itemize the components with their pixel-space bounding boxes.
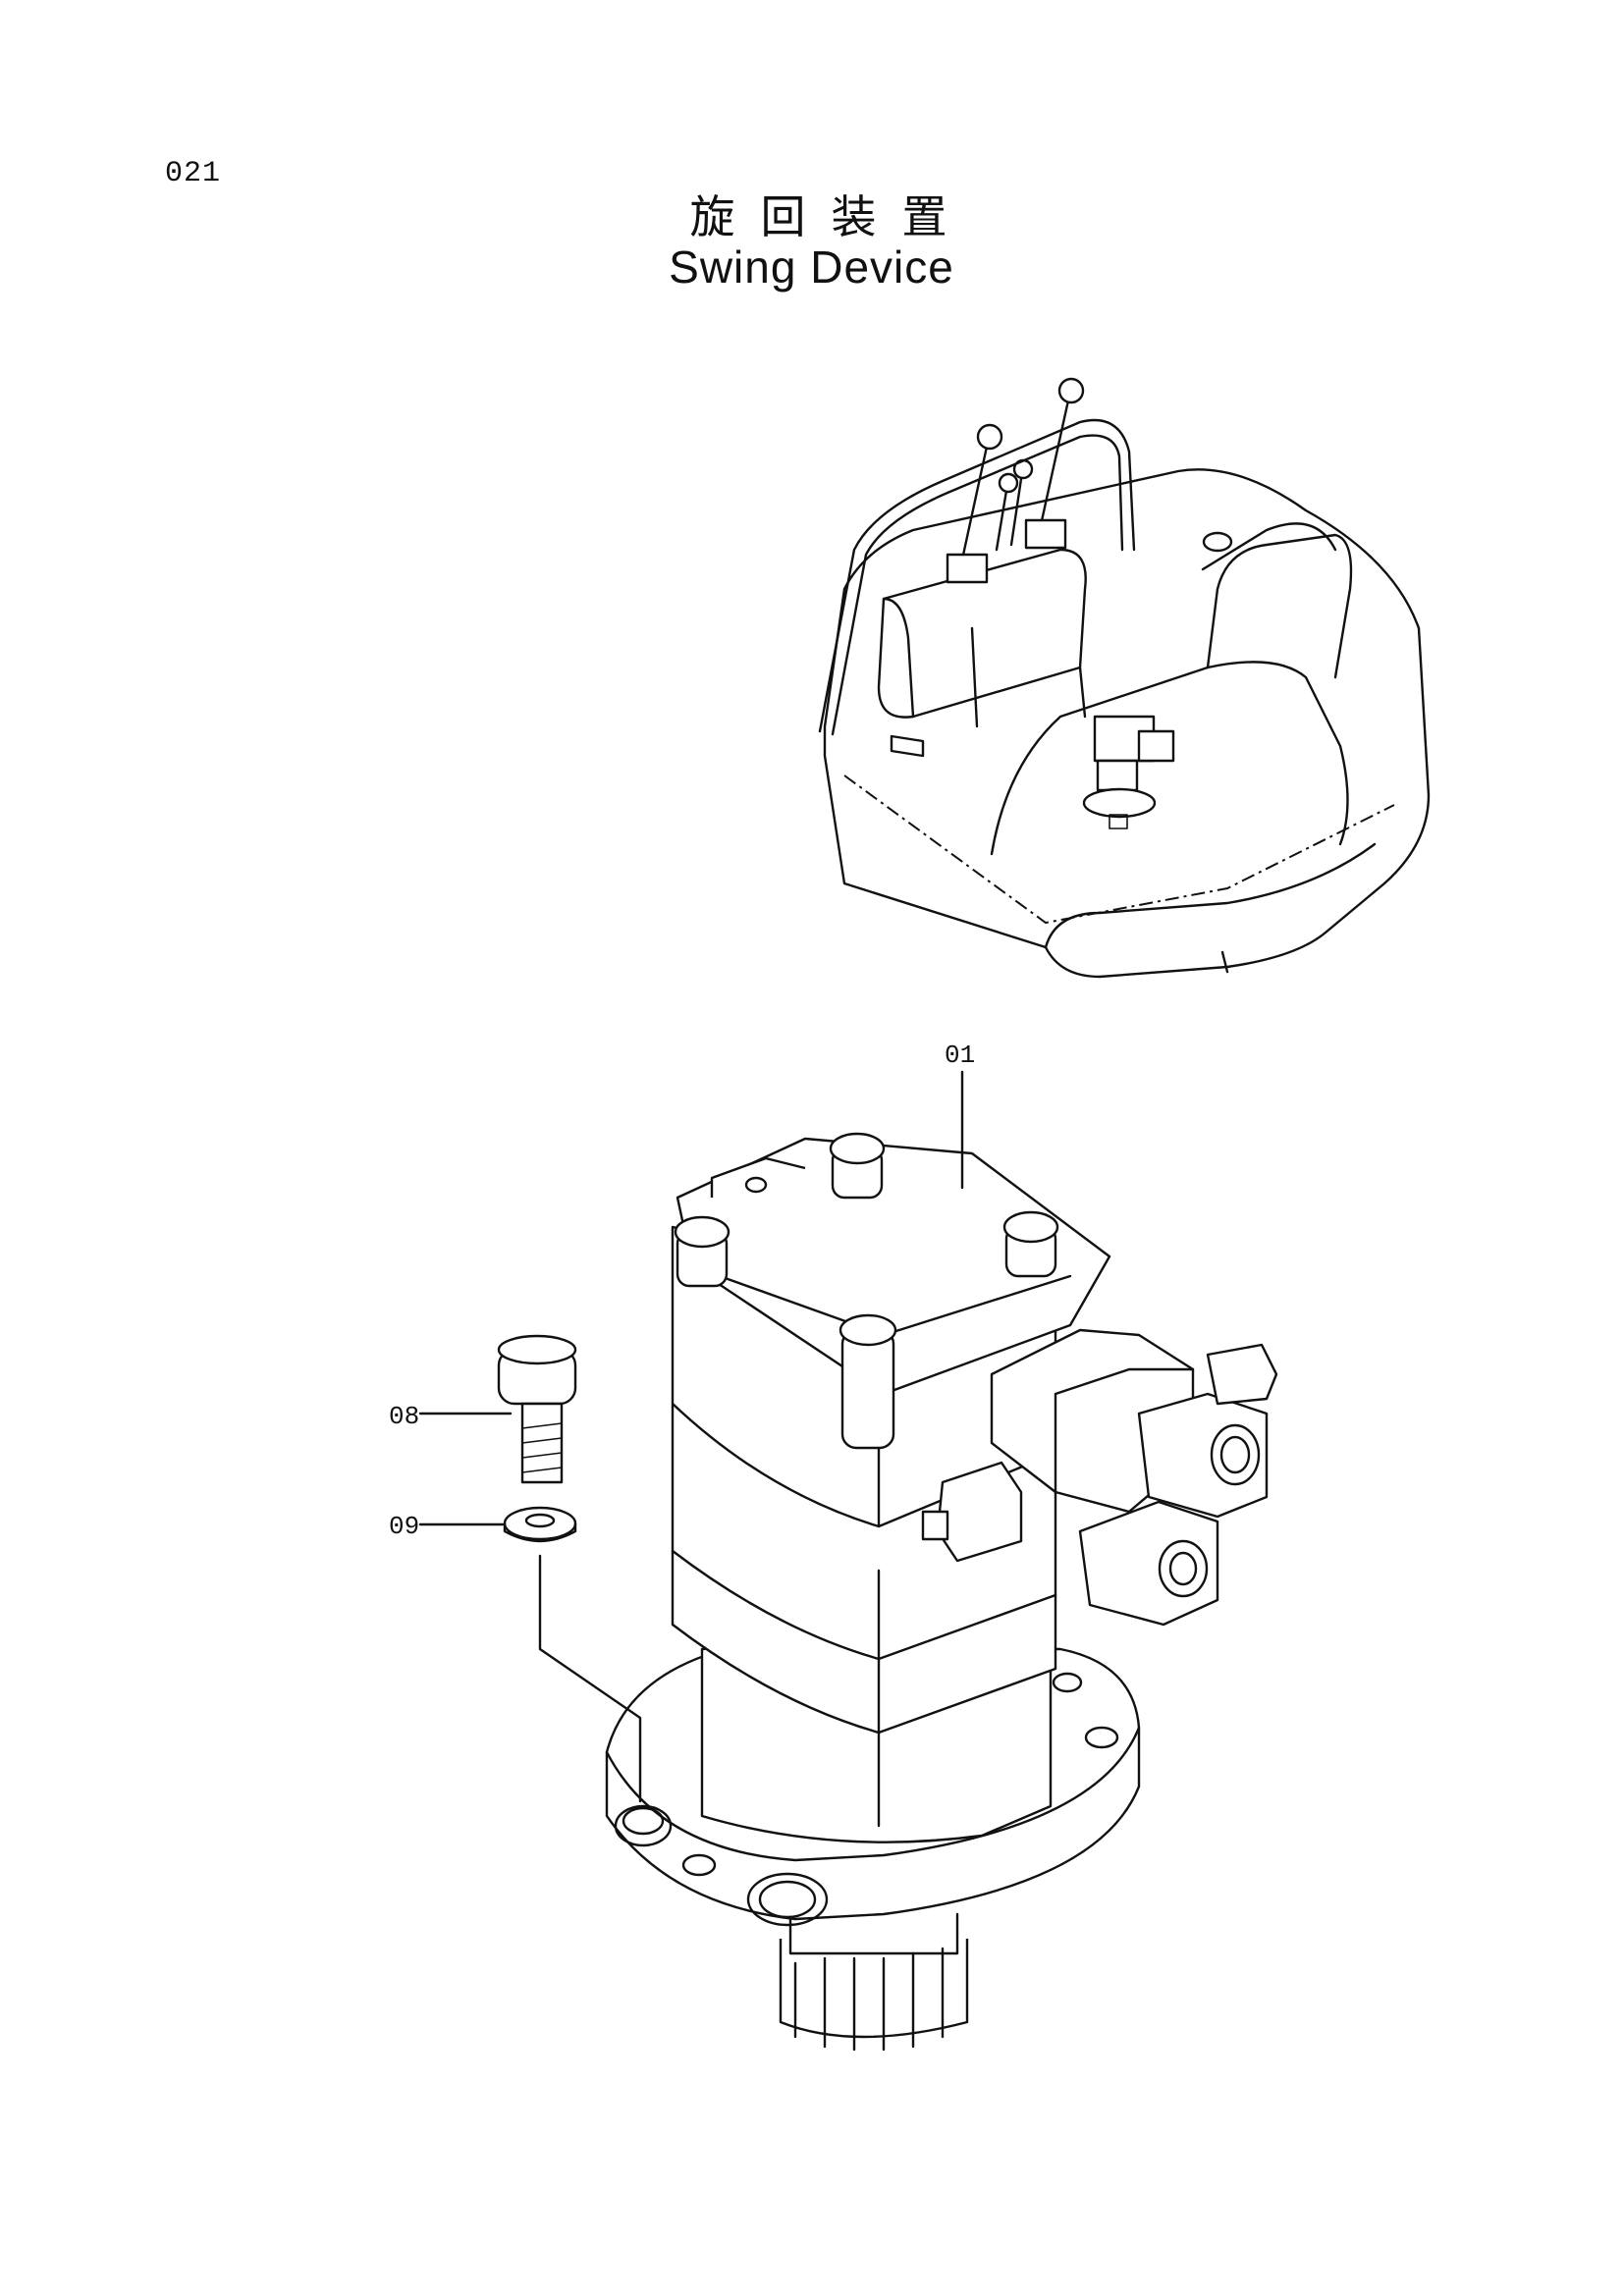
callout-01: 01 [945,1041,975,1070]
title-japanese: 旋回装置 [689,190,973,243]
callout-09: 09 [389,1512,419,1541]
swing-device-illustration [497,1132,1278,2052]
machine-overview-illustration [818,377,1431,979]
washer-part-09 [503,1506,577,1543]
title-english: Swing Device [669,241,954,293]
callout-08: 08 [389,1402,419,1431]
bolt-part-08 [497,1334,577,1484]
assembly-line [538,1554,642,1803]
page-number: 021 [165,157,222,190]
